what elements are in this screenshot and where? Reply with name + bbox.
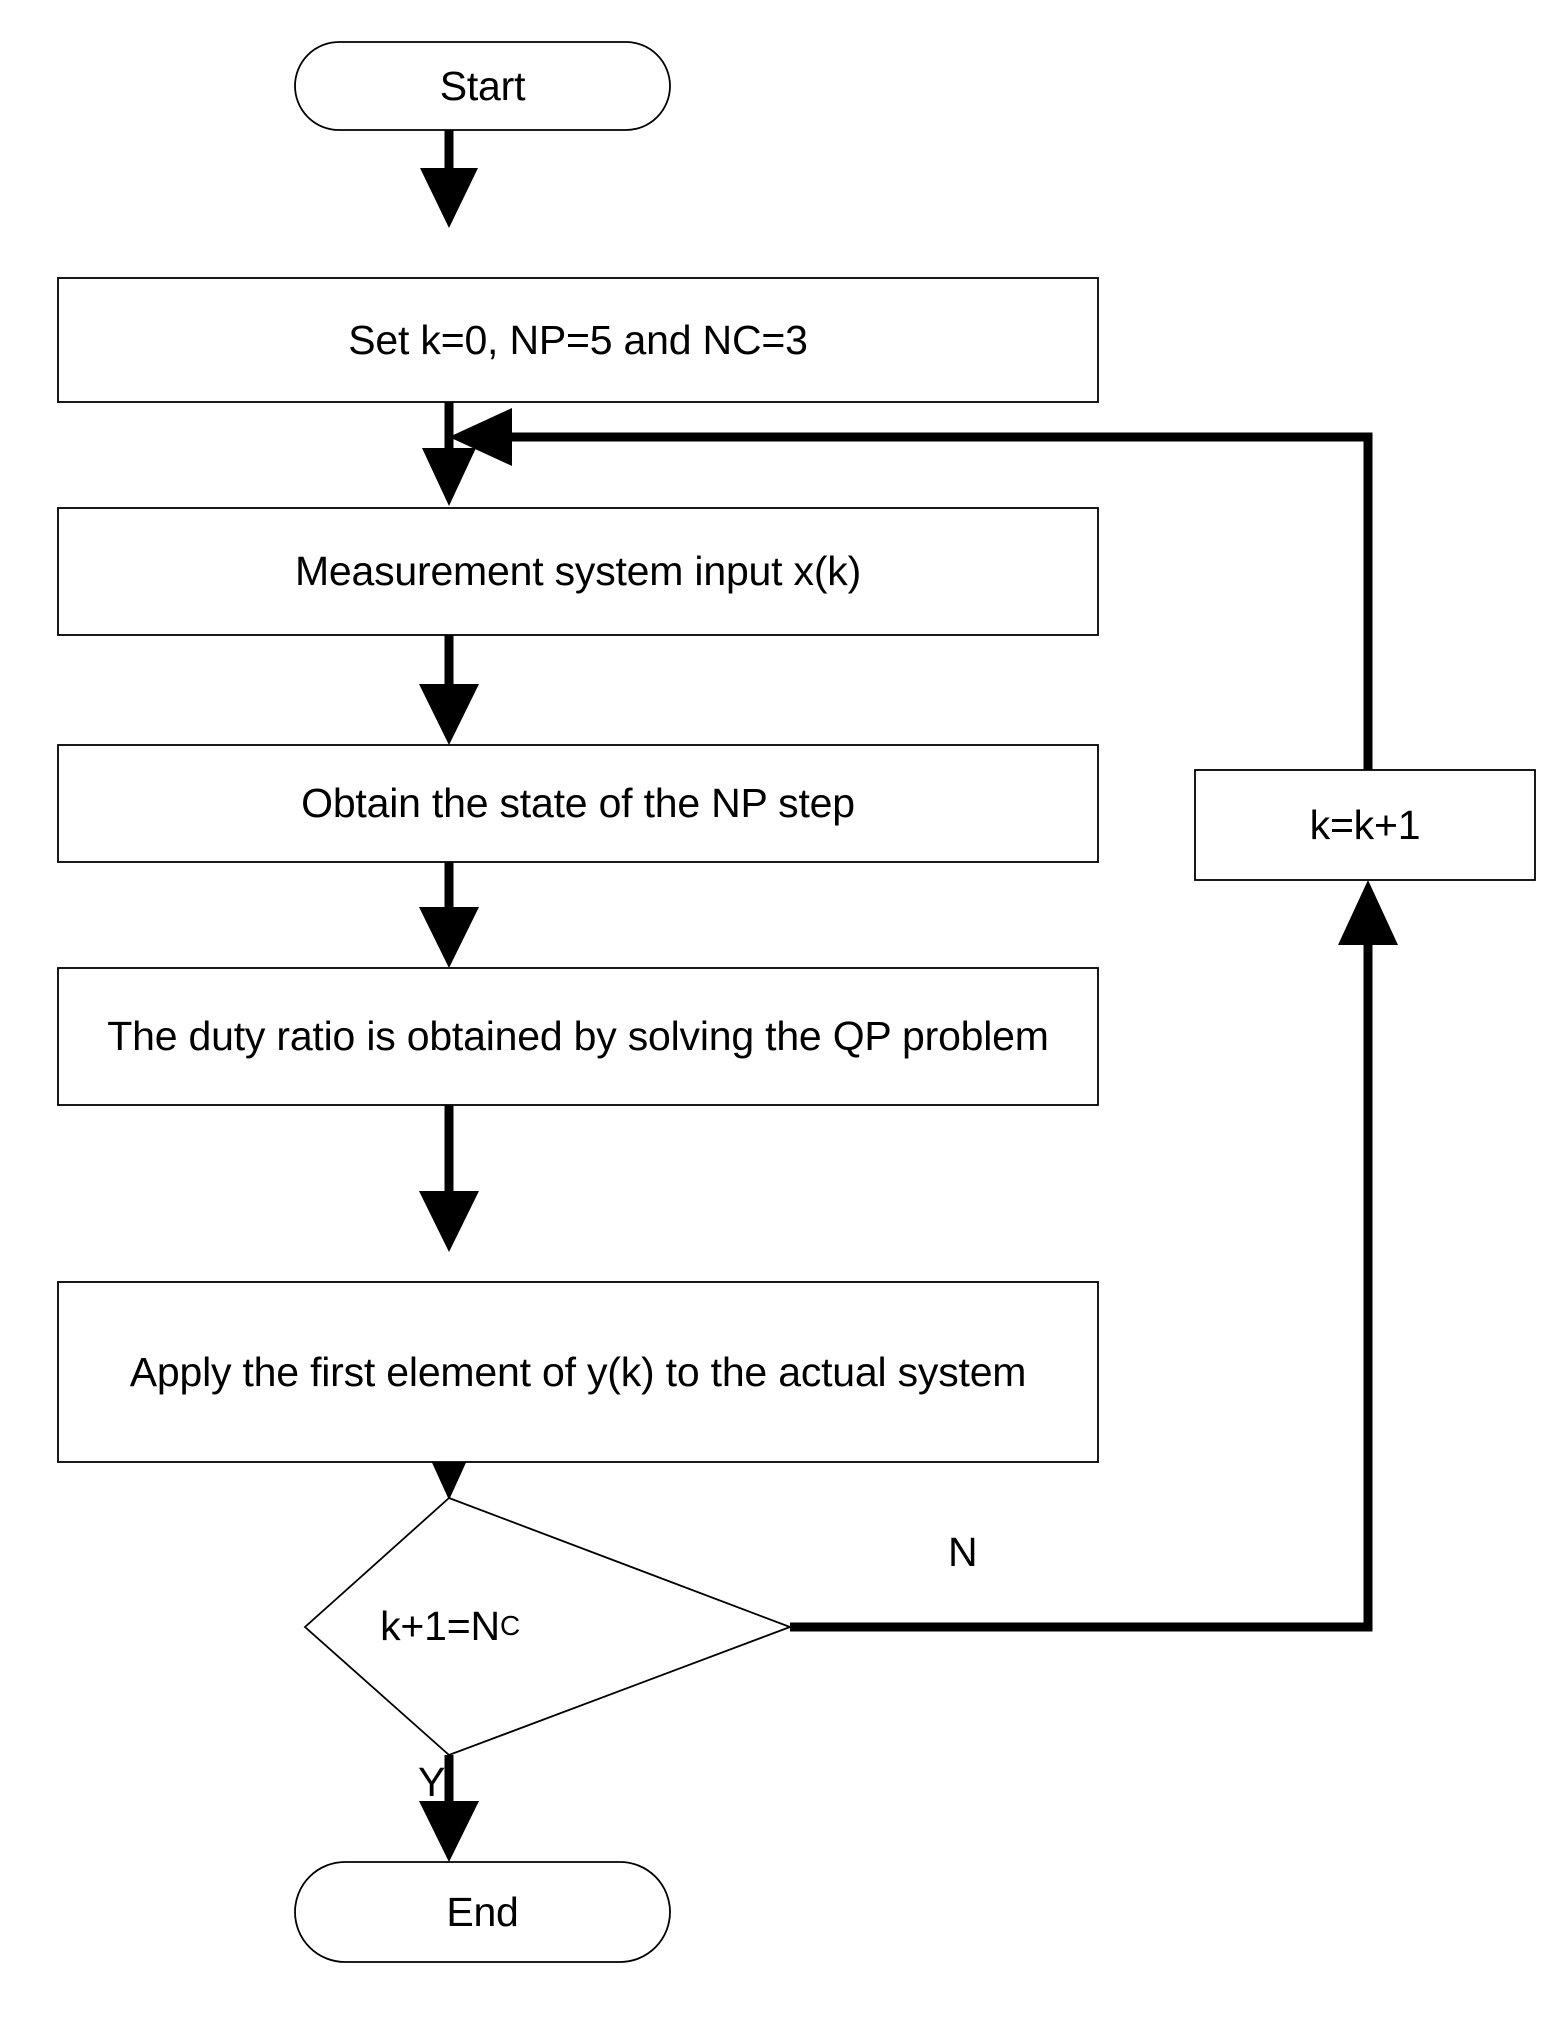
node-increment-shape[interactable] — [1194, 769, 1536, 881]
node-decision-shape[interactable] — [303, 1496, 793, 1757]
edge-increment-to-measure — [449, 408, 1373, 770]
node-obtain-shape[interactable] — [57, 744, 1099, 863]
node-apply-shape[interactable] — [57, 1281, 1099, 1463]
node-start-shape[interactable] — [294, 41, 671, 131]
edge-decision-to-increment — [790, 880, 1398, 1632]
edge-obtain-to-duty — [419, 862, 479, 968]
node-end-shape[interactable] — [294, 1861, 671, 1963]
edge-duty-to-apply — [419, 1105, 479, 1252]
node-duty-shape[interactable] — [57, 967, 1099, 1106]
node-measure-shape[interactable] — [57, 507, 1099, 636]
edge-decision-to-end — [419, 1755, 479, 1862]
edge-measure-to-obtain — [419, 635, 479, 745]
edge-label-no: N — [948, 1529, 978, 1575]
edge-start-to-init — [420, 128, 478, 228]
edge-init-to-measure — [422, 402, 476, 506]
node-init-shape[interactable] — [57, 277, 1099, 403]
edge-label-yes: Y — [418, 1759, 446, 1805]
